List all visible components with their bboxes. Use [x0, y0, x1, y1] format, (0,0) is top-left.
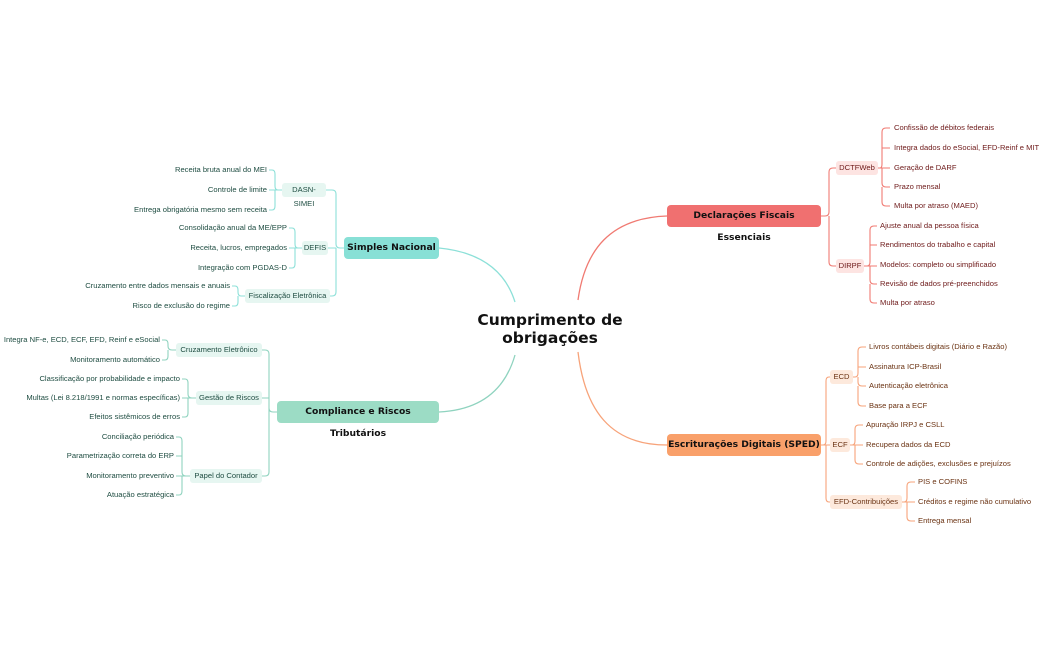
link-gestao-items: [182, 378, 196, 418]
link-fisc-items: [232, 285, 245, 307]
leaf-dirpf-3[interactable]: Modelos: completo ou simplificado: [880, 260, 997, 269]
link-defis-items: [289, 227, 302, 269]
link-compliance-trunk: [262, 349, 277, 477]
leaf-efd-1[interactable]: PIS e COFINS: [918, 477, 968, 486]
link-declaracoes-trunk: [821, 167, 836, 267]
subtopic-dctfweb[interactable]: DCTFWeb: [836, 161, 878, 175]
leaf-dctf-4[interactable]: Prazo mensal: [894, 182, 941, 191]
link-root-simples: [438, 247, 516, 303]
root-topic[interactable]: Cumprimento de obrigações: [455, 311, 645, 347]
leaf-gestao-3[interactable]: Efeitos sistêmicos de erros: [89, 412, 180, 421]
leaf-defis-3[interactable]: Integração com PGDAS-D: [197, 263, 287, 272]
subtopic-papel-contador[interactable]: Papel do Contador: [190, 469, 262, 483]
topic-compliance[interactable]: Compliance e Riscos Tributários: [277, 401, 439, 439]
leaf-cruz-1[interactable]: Integra NF-e, ECD, ECF, EFD, Reinf e eSo…: [3, 335, 160, 344]
leaf-dirpf-5[interactable]: Multa por atraso: [880, 298, 935, 307]
link-root-compliance: [438, 354, 516, 413]
leaf-dasn-2[interactable]: Controle de limite: [207, 185, 267, 194]
leaf-fisc-1[interactable]: Cruzamento entre dados mensais e anuais: [85, 281, 230, 290]
leaf-dasn-1[interactable]: Receita bruta anual do MEI: [174, 165, 267, 174]
topic-escrituracoes[interactable]: Escriturações Digitais (SPED): [667, 434, 821, 456]
leaf-ecd-3[interactable]: Autenticação eletrônica: [869, 381, 948, 390]
leaf-defis-1[interactable]: Consolidação anual da ME/EPP: [178, 223, 287, 232]
subtopic-cruzamento[interactable]: Cruzamento Eletrônico: [176, 343, 262, 357]
link-dasn-items: [269, 169, 282, 211]
leaf-gestao-2[interactable]: Multas (Lei 8.218/1991 e normas específi…: [26, 393, 180, 402]
link-root-declaracoes: [577, 215, 668, 301]
leaf-efd-3[interactable]: Entrega mensal: [918, 516, 972, 525]
leaf-fisc-2[interactable]: Risco de exclusão do regime: [132, 301, 230, 310]
leaf-ecd-2[interactable]: Assinatura ICP-Brasil: [869, 362, 942, 371]
root-title-line1: Cumprimento de: [477, 311, 623, 329]
topic-simples-nacional[interactable]: Simples Nacional: [344, 237, 439, 259]
leaf-cruz-2[interactable]: Monitoramento automático: [70, 355, 160, 364]
root-title-line2: obrigações: [502, 329, 598, 347]
leaf-dctf-2[interactable]: Integra dados do eSocial, EFD-Reinf e MI…: [894, 143, 1040, 152]
link-ecd-items: [853, 346, 866, 407]
leaf-dctf-3[interactable]: Geração de DARF: [894, 163, 957, 172]
subtopic-gestao-riscos[interactable]: Gestão de Riscos: [196, 391, 262, 405]
leaf-papel-3[interactable]: Monitoramento preventivo: [86, 471, 174, 480]
subtopic-fiscalizacao[interactable]: Fiscalização Eletrônica: [245, 289, 330, 303]
leaf-papel-1[interactable]: Conciliação periódica: [101, 432, 174, 441]
leaf-papel-2[interactable]: Parametrização correta do ERP: [66, 451, 174, 460]
link-cruz-items: [162, 339, 176, 361]
leaf-efd-2[interactable]: Créditos e regime não cumulativo: [918, 497, 1032, 506]
leaf-ecf-3[interactable]: Controle de adições, exclusões e prejuíz…: [866, 459, 1011, 468]
leaf-papel-4[interactable]: Atuação estratégica: [106, 490, 174, 499]
link-papel-items: [176, 436, 190, 496]
leaf-dirpf-1[interactable]: Ajuste anual da pessoa física: [880, 221, 979, 230]
leaf-defis-2[interactable]: Receita, lucros, empregados: [190, 243, 287, 252]
link-dctf-items: [878, 127, 890, 207]
subtopic-ecf[interactable]: ECF: [830, 438, 850, 452]
subtopic-defis[interactable]: DEFIS: [302, 241, 328, 255]
leaf-ecf-1[interactable]: Apuração IRPJ e CSLL: [866, 420, 945, 429]
link-escrituracoes-trunk: [821, 376, 830, 503]
subtopic-dasn-simei[interactable]: DASN-SIMEI: [282, 183, 326, 208]
link-simples-trunk: [326, 189, 344, 297]
leaf-dctf-5[interactable]: Multa por atraso (MAED): [894, 201, 978, 210]
subtopic-ecd[interactable]: ECD: [830, 370, 853, 384]
link-dirpf-items: [864, 225, 877, 304]
link-ecf-items: [850, 424, 863, 465]
subtopic-efd-contribuicoes[interactable]: EFD-Contribuições: [830, 495, 902, 509]
leaf-ecd-4[interactable]: Base para a ECF: [869, 401, 928, 410]
link-efd-items: [902, 481, 915, 522]
leaf-dirpf-4[interactable]: Revisão de dados pré-preenchidos: [880, 279, 998, 288]
subtopic-dirpf[interactable]: DIRPF: [836, 259, 864, 273]
leaf-ecd-1[interactable]: Livros contábeis digitais (Diário e Razã…: [869, 342, 1008, 351]
leaf-gestao-1[interactable]: Classificação por probabilidade e impact…: [39, 374, 180, 383]
leaf-dasn-3[interactable]: Entrega obrigatória mesmo sem receita: [134, 205, 267, 214]
link-root-escrituracoes: [577, 351, 668, 446]
leaf-ecf-2[interactable]: Recupera dados da ECD: [866, 440, 951, 449]
leaf-dctf-1[interactable]: Confissão de débitos federais: [894, 123, 995, 132]
leaf-dirpf-2[interactable]: Rendimentos do trabalho e capital: [880, 240, 996, 249]
topic-declaracoes[interactable]: Declarações Fiscais Essenciais: [667, 205, 821, 243]
